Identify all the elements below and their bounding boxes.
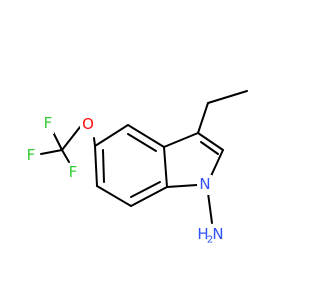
fluorine-left-background [24,146,36,166]
bond-c7-c7a [130,186,168,207]
atom-fluorine-top: F [42,114,54,134]
bond-ethyl-ch2 [197,102,209,134]
atom-fluorine-left: F [24,146,36,166]
bond-c5-c6-double [102,149,105,183]
bonds [40,90,248,224]
bond-c3a-c4-double [127,133,157,152]
amine-background [196,224,226,245]
bond-o-cf3 [61,126,81,151]
fluorine-bottom-background [67,163,79,183]
bond-c7-c7a-double [130,181,161,198]
bond-c3-c2-double [200,141,219,155]
bond-n-n [207,192,213,224]
amine-nitrogen-label: N [212,225,223,243]
bond-c4-c5 [94,124,129,147]
bond-c3a-c4 [127,124,165,148]
bond-c3a-c7a [163,146,168,188]
nitrogen-ring-background [197,175,212,195]
molecule-structure: O F F F N H N 2 [24,90,248,246]
bond-c5-o [93,137,96,147]
fluorine-top-label: F [44,114,53,132]
bond-ethyl-ch3 [207,90,248,104]
nitrogen-ring-label: N [199,175,210,193]
bond-c5-c6 [94,145,98,187]
atom-oxygen: O [80,115,95,135]
bond-c-f-left [40,149,63,155]
bond-n1-c7a [166,184,198,188]
oxygen-label-background [80,115,95,135]
bond-c3-c3a [163,132,199,148]
atom-labels: O F F F N H N 2 [24,114,226,246]
fluorine-top-background [42,114,54,134]
amine-hydrogen-label: H [197,225,208,243]
bond-c6-c7 [96,185,132,207]
bond-c-f-bottom [61,149,70,163]
atom-amine-group: H N 2 [196,224,226,246]
bond-c2-n1 [210,149,224,177]
amine-subscript-2: 2 [207,235,213,246]
oxygen-label: O [82,115,94,133]
bond-c3-c2 [197,132,224,151]
fluorine-left-label: F [27,146,36,164]
fluorine-bottom-label: F [69,163,78,181]
atom-fluorine-bottom: F [67,163,79,183]
atom-nitrogen-ring: N [197,175,212,195]
